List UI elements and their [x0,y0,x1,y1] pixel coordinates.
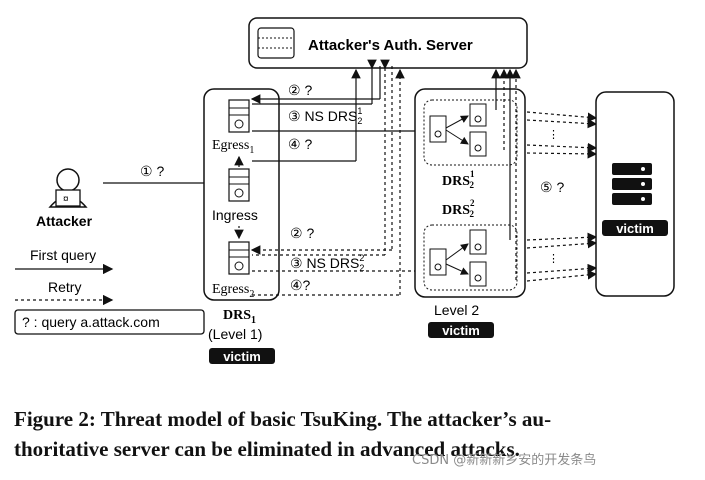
egress2-label: Egress2 [212,282,254,300]
svg-text:¤: ¤ [63,194,69,205]
victim-server-icon [612,163,652,205]
step1-label: ① ? [140,163,164,179]
step2-top-label: ② ? [288,82,312,98]
egress2-server-icon [228,241,250,275]
legend-query-definition: ? : query a.attack.com [22,314,160,330]
drs2-2-group [423,224,518,291]
ingress-label: Ingress [212,207,258,223]
step5-label: ⑤ ? [540,179,564,195]
victim-badge [602,220,668,236]
egress1-server-icon [228,99,250,133]
svg-text:victim: victim [616,221,654,236]
drs2-2-servers [429,229,487,287]
figure-caption: Figure 2: Threat model of basic TsuKing.… [14,404,694,464]
step2-bottom-label: ② ? [290,225,314,241]
drs2-1-group [423,99,518,166]
egress1-label: Egress1 [212,138,254,156]
ingress-server-icon [228,168,250,202]
level2-victim-badge [428,322,494,338]
legend: First query Retry ? : query a.attack.com [14,247,205,335]
drs1-victim-badge [209,348,275,364]
step4-top-label: ④ ? [288,136,312,152]
threat-model-diagram: Attacker's Auth. Server ¤ Attacker First… [14,17,675,364]
legend-retry: Retry [48,279,81,295]
drs1-level: (Level 1) [208,326,262,342]
attacker-label: Attacker [36,213,93,229]
attacker-icon: ¤ [48,168,88,208]
step5-arrows: ⋮ ⋮ [526,111,598,282]
auth-server-label: Attacker's Auth. Server [308,37,473,54]
drs1-name: DRS1 [223,308,256,326]
legend-first-query: First query [30,247,96,263]
watermark: CSDN @新新新乡安的开发条鸟 [412,453,597,468]
caption-line-2: thoritative server can be eliminated in … [14,437,520,461]
svg-text:⋮: ⋮ [548,129,559,141]
svg-text:victim: victim [442,323,480,338]
svg-text:⋮: ⋮ [548,253,559,265]
step4-bottom-label: ④? [290,277,311,293]
level2-label: Level 2 [434,302,479,318]
auth-server-box: Attacker's Auth. Server [248,17,528,69]
drs2-1-servers [429,103,487,157]
caption-line-1: Figure 2: Threat model of basic TsuKing.… [14,407,552,431]
svg-text:victim: victim [223,349,261,364]
server-rack-icon [257,27,295,59]
